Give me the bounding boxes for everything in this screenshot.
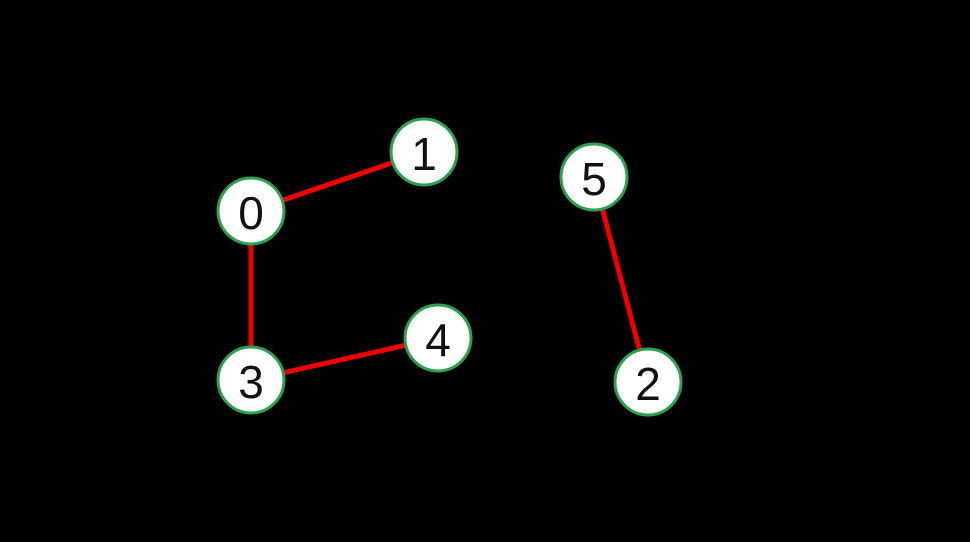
node-circle xyxy=(559,142,629,212)
edge-5-2 xyxy=(591,176,651,383)
node-label: 3 xyxy=(238,356,264,408)
node-4: 4 xyxy=(403,303,473,373)
node-circle xyxy=(389,117,459,187)
node-3: 3 xyxy=(216,345,286,415)
node-label: 4 xyxy=(425,314,451,366)
node-2: 2 xyxy=(613,347,683,417)
node-5: 5 xyxy=(559,142,629,212)
node-label: 2 xyxy=(635,358,661,410)
nodes-layer: 0 1 2 3 4 5 xyxy=(216,117,683,417)
node-circle xyxy=(403,303,473,373)
node-1: 1 xyxy=(389,117,459,187)
node-0: 0 xyxy=(216,176,286,246)
node-circle xyxy=(216,176,286,246)
node-label: 5 xyxy=(581,153,607,205)
node-label: 1 xyxy=(411,128,437,180)
node-label: 0 xyxy=(238,187,264,239)
node-circle xyxy=(216,345,286,415)
node-circle xyxy=(613,347,683,417)
